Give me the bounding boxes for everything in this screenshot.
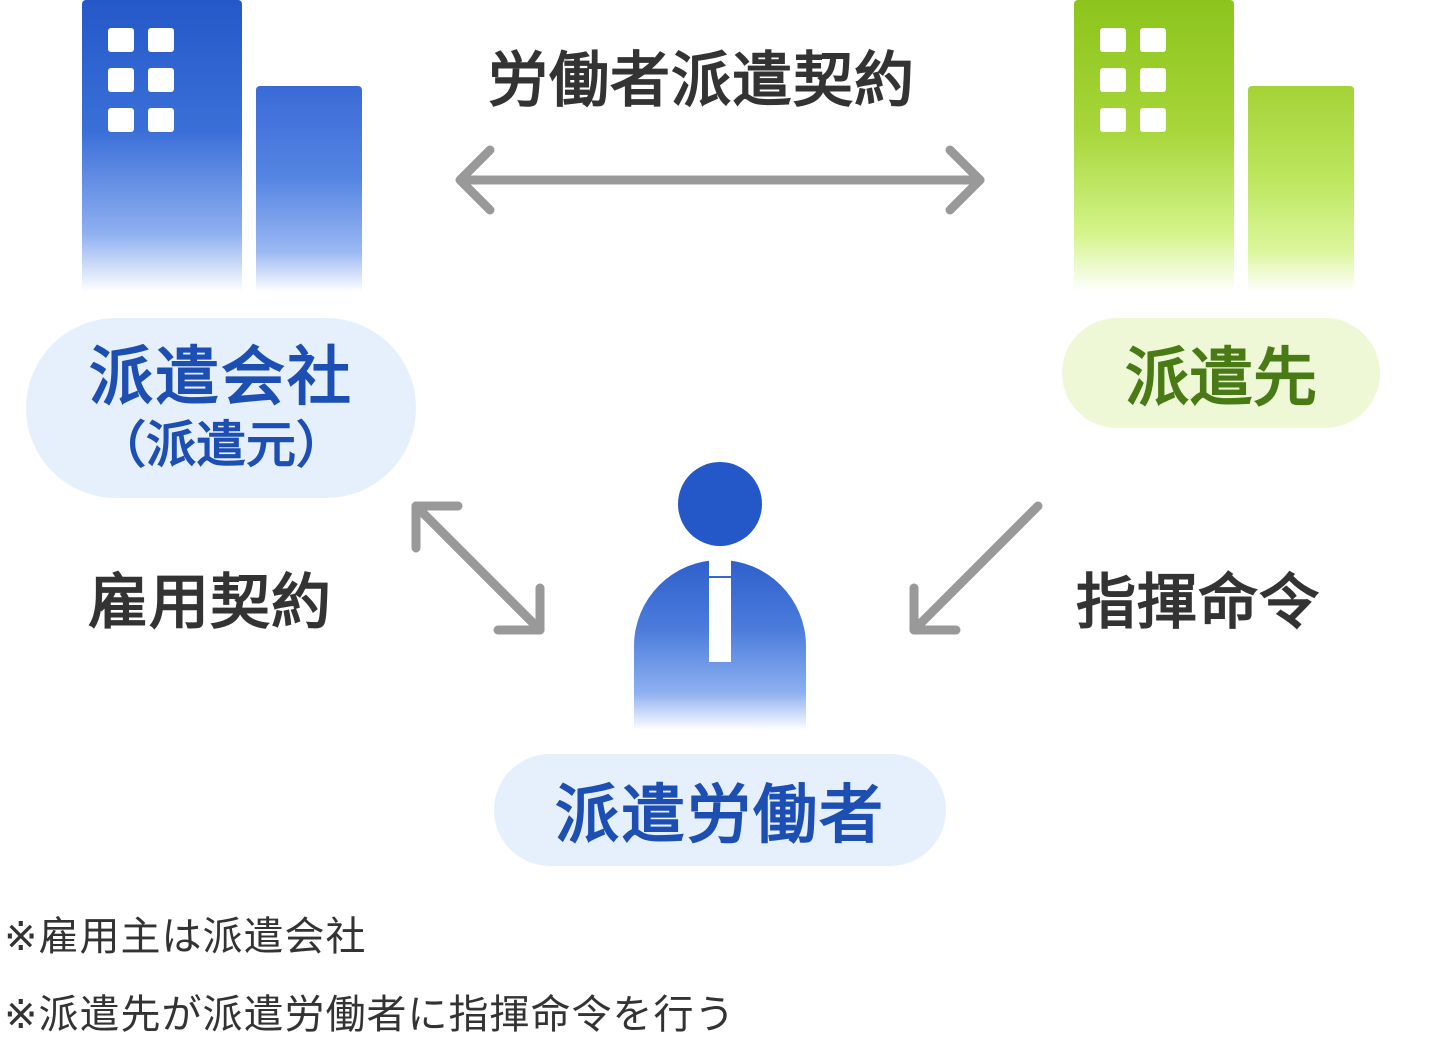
building-window: [108, 108, 134, 132]
client-company-name: 派遣先: [1125, 342, 1317, 416]
building-window: [1100, 68, 1126, 92]
dispatch-contract-label: 労働者派遣契約: [488, 46, 915, 116]
building-window: [148, 108, 174, 132]
double-arrow-icon: [455, 145, 985, 215]
building-window: [1100, 108, 1126, 132]
dispatch-company-sub: （派遣元）: [96, 416, 346, 474]
client-company-badge: 派遣先: [1062, 318, 1380, 428]
building-window: [1100, 28, 1126, 52]
note-employer: ※雇用主は派遣会社: [4, 914, 367, 960]
building-side-tower: [256, 86, 362, 292]
building-window: [148, 68, 174, 92]
dispatched-worker-name: 派遣労働者: [555, 779, 885, 853]
building-window: [1140, 68, 1166, 92]
building-window: [1140, 28, 1166, 52]
building-window: [148, 28, 174, 52]
building-window: [108, 28, 134, 52]
dispatch-company-badge: 派遣会社 （派遣元）: [26, 318, 416, 498]
employment-contract-label: 雇用契約: [88, 568, 332, 638]
dispatch-company-name: 派遣会社: [89, 341, 353, 415]
person-tie: [709, 578, 731, 662]
building-window: [108, 68, 134, 92]
person-collar: [709, 560, 731, 576]
note-command: ※派遣先が派遣労働者に指揮命令を行う: [4, 992, 736, 1038]
dispatched-worker-badge: 派遣労働者: [494, 754, 946, 866]
building-side-tower: [1248, 86, 1354, 292]
command-arrow-icon: [909, 501, 1043, 635]
employment-double-arrow-icon: [411, 501, 545, 635]
person-head: [678, 462, 762, 546]
building-window: [1140, 108, 1166, 132]
command-label: 指揮命令: [1076, 568, 1320, 638]
